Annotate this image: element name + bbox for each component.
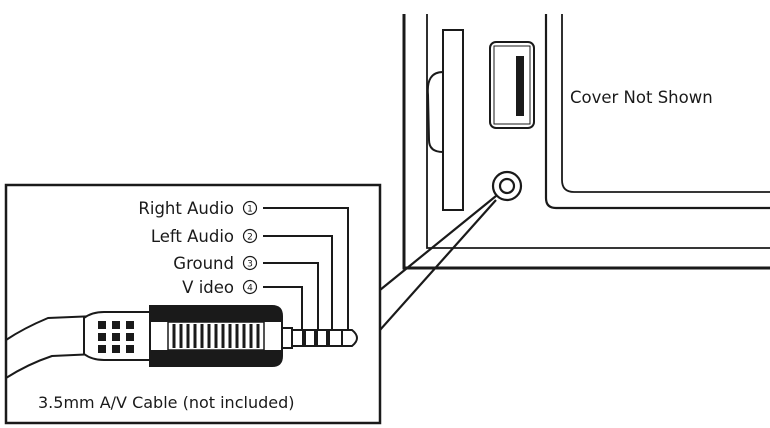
cover-note: Cover Not Shown <box>570 88 713 107</box>
connection-label: V ideo <box>182 278 234 297</box>
connection-row-right-audio: Right Audio 1 <box>138 199 258 218</box>
connection-label: Right Audio <box>138 199 234 218</box>
cable-boot <box>83 311 151 361</box>
connection-number: 3 <box>247 260 253 270</box>
number-circle-icon <box>242 255 258 271</box>
connection-row-left-audio: Left Audio 2 <box>151 227 258 246</box>
number-circle-icon <box>242 279 258 295</box>
cable <box>5 315 97 379</box>
number-circle-icon <box>242 200 258 216</box>
leader-lines <box>263 207 349 330</box>
connection-row-ground: Ground 3 <box>173 254 258 273</box>
card-slot <box>426 29 464 211</box>
connection-number: 4 <box>247 284 253 294</box>
device-body <box>402 14 770 270</box>
number-circle-icon <box>242 228 258 244</box>
connection-label: Left Audio <box>151 227 234 246</box>
connection-row-video: V ideo 4 <box>182 278 258 297</box>
plug-tip <box>281 327 358 349</box>
callout-pointer <box>379 195 497 331</box>
callout-box <box>4 183 382 425</box>
connection-number: 1 <box>247 205 253 215</box>
plug-grip <box>149 305 283 367</box>
cable-caption: 3.5mm A/V Cable (not included) <box>38 393 294 412</box>
connection-label: Ground <box>173 254 234 273</box>
connection-number: 2 <box>247 233 253 243</box>
av-jack <box>491 170 523 202</box>
usb-port <box>489 41 535 129</box>
